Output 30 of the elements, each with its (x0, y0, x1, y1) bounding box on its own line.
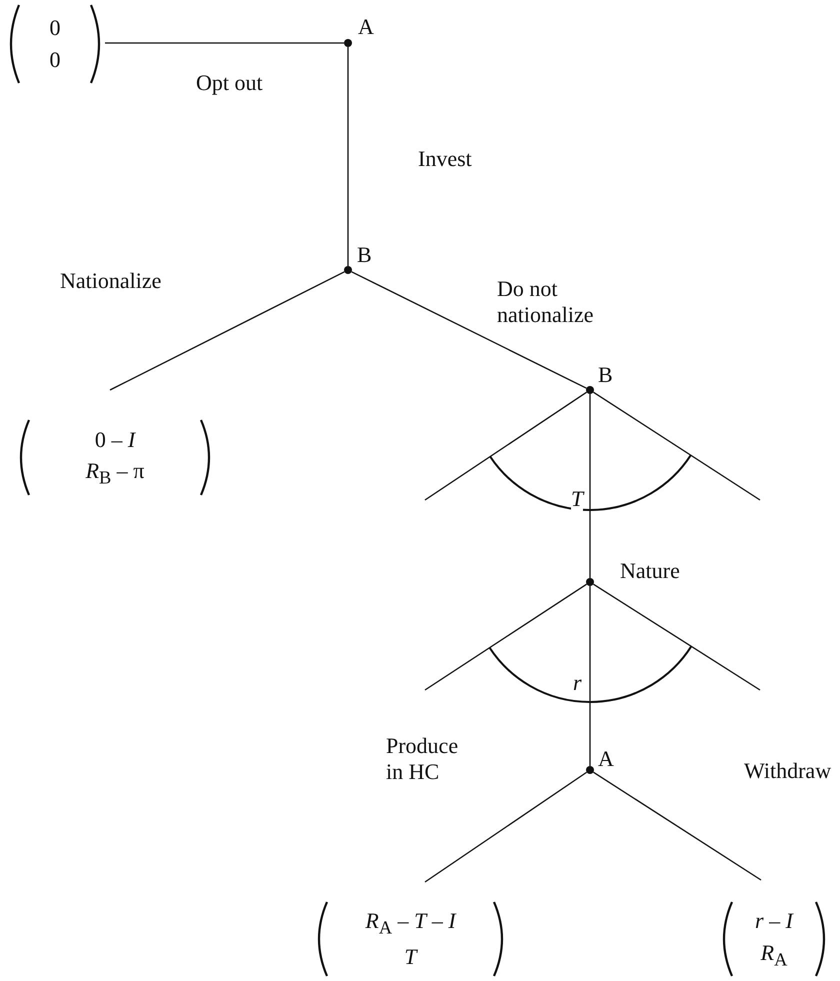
payoff-value: R$_{A}$ (760, 938, 788, 972)
branch-line (105, 42, 344, 44)
payoff-value: 0 – I (94, 426, 136, 454)
branch-line (593, 584, 760, 691)
node-label: B (357, 242, 372, 268)
node-label: B (598, 362, 613, 388)
branch-line (424, 392, 588, 501)
branch-line (593, 392, 760, 501)
decision-node (344, 266, 352, 274)
node-label: Nature (620, 558, 680, 584)
node-label: A (358, 14, 374, 40)
decision-node (586, 386, 594, 394)
payoff-value: T (404, 943, 417, 972)
branch-line (589, 394, 591, 578)
branch-line (424, 772, 588, 883)
decision-node (586, 766, 594, 774)
node-label: A (598, 746, 614, 772)
payoff-value: 0 (50, 14, 60, 42)
branch-line (424, 584, 588, 691)
payoff-value: R$_{A}$ – T – I (365, 907, 456, 940)
branch-line (593, 772, 762, 881)
branch-line (351, 271, 587, 389)
payoff-value: R$_{B}$ – π (86, 457, 144, 490)
branch-line (347, 47, 349, 266)
decision-node (586, 578, 594, 586)
branch-line (110, 271, 345, 391)
payoff-value: 0 (50, 46, 60, 74)
payoff-value: r – I (755, 907, 793, 936)
decision-node (344, 39, 352, 47)
branch-line (589, 586, 591, 766)
